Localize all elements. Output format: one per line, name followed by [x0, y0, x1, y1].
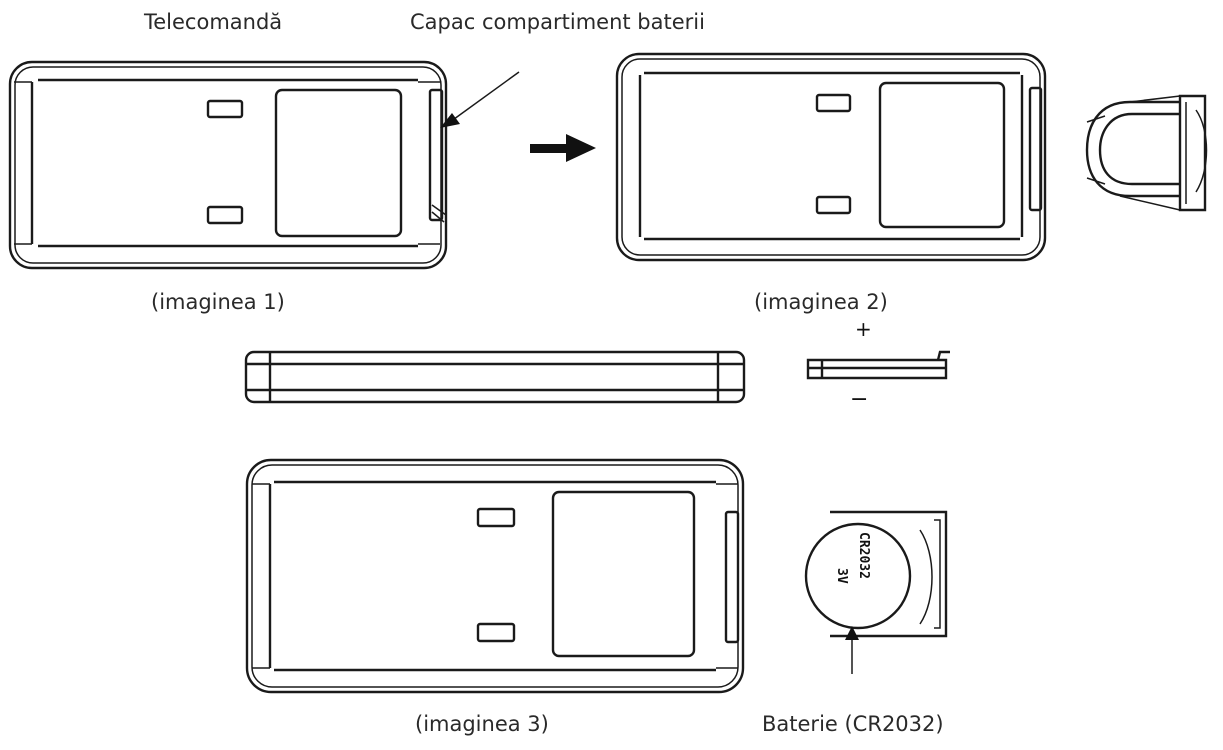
remote-front-3	[245, 458, 745, 694]
label-remote: Telecomandă	[144, 10, 283, 34]
caption-image-1: (imaginea 1)	[151, 290, 285, 314]
battery-slot-3	[724, 510, 740, 644]
cover-pointer-arrow	[440, 71, 520, 128]
removed-battery-cover	[1085, 94, 1208, 212]
battery-side-view	[806, 350, 950, 380]
battery-model-text: CR2032	[856, 532, 871, 579]
battery-voltage-text: 3V	[834, 568, 849, 584]
battery-plus-sign: +	[855, 317, 872, 341]
button-slot-top-2	[815, 93, 852, 113]
battery-slot-2	[1028, 86, 1043, 212]
remote-side-view	[244, 350, 746, 404]
display-window-1	[274, 88, 403, 238]
remote-front-2	[615, 52, 1047, 262]
display-window-2	[878, 81, 1006, 229]
display-window-3	[551, 490, 696, 658]
button-slot-top-3	[476, 507, 516, 528]
battery-cover-1	[428, 88, 444, 222]
caption-image-3: (imaginea 3)	[415, 712, 549, 736]
battery-minus-sign: −	[850, 387, 868, 412]
caption-image-2: (imaginea 2)	[754, 290, 888, 314]
remote-front-1	[8, 60, 448, 270]
button-slot-top-1	[206, 99, 244, 119]
button-slot-bottom-1	[206, 205, 244, 225]
button-slot-bottom-3	[476, 622, 516, 643]
button-slot-bottom-2	[815, 195, 852, 215]
battery-in-cover	[804, 510, 948, 674]
label-battery: Baterie (CR2032)	[762, 712, 944, 736]
step-arrow-icon	[530, 134, 596, 162]
label-battery-cover: Capac compartiment baterii	[410, 10, 705, 34]
